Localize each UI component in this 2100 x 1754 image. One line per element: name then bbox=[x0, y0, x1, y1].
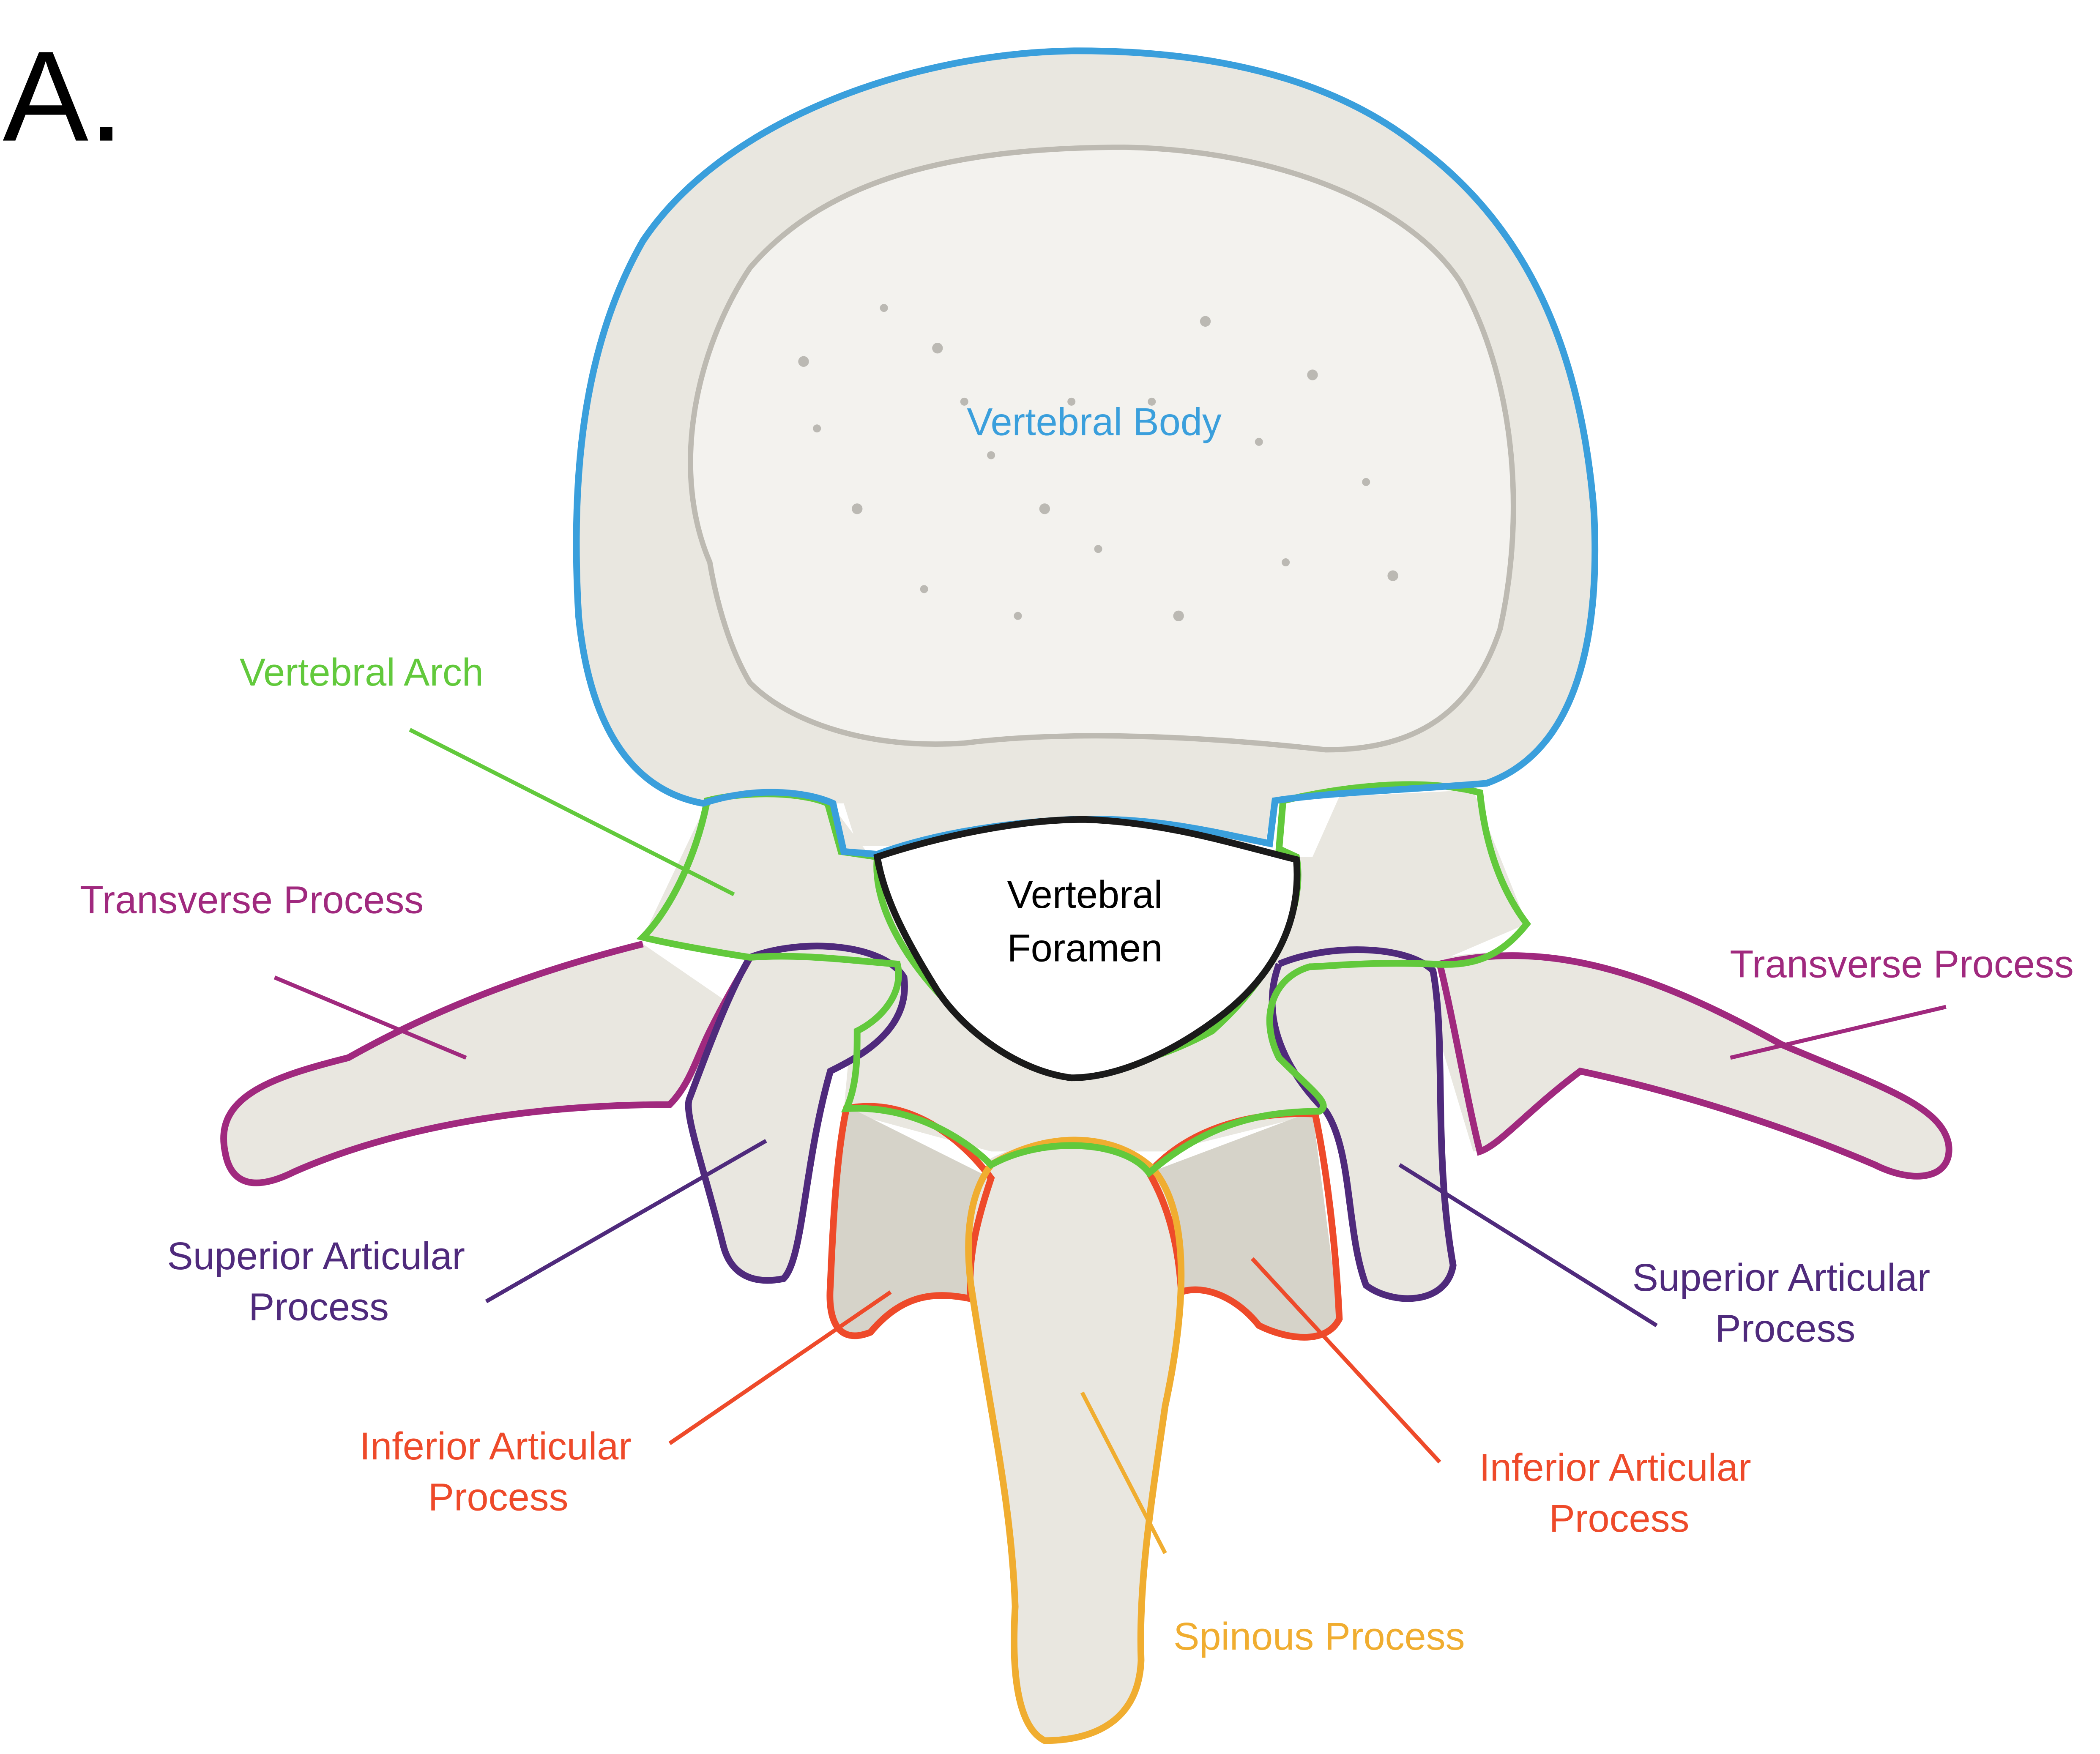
label-vertebral-body: Vertebral Body bbox=[967, 401, 1222, 444]
panel-label: A. bbox=[3, 25, 124, 168]
leader-inferior-articular-left bbox=[668, 1290, 892, 1445]
leader-transverse-left bbox=[273, 975, 467, 1060]
spinous-process-outline bbox=[965, 1137, 1185, 1744]
vertebral-foramen bbox=[873, 816, 1301, 1082]
label-superior-articular-right-line2: Process bbox=[1715, 1307, 1856, 1350]
leader-transverse-right bbox=[1730, 1005, 1947, 1060]
label-inferior-articular-right-line1: Inferior Articular bbox=[1479, 1446, 1751, 1489]
label-superior-articular-left-line1: Superior Articular bbox=[167, 1235, 465, 1278]
transverse-process-left-outline bbox=[220, 940, 753, 1186]
leader-spinous-process bbox=[1080, 1391, 1167, 1554]
label-inferior-articular-left-line1: Inferior Articular bbox=[360, 1425, 632, 1468]
leader-superior-articular-right bbox=[1398, 1163, 1658, 1328]
label-vertebral-foramen-line1: Vertebral bbox=[1007, 873, 1163, 916]
inferior-articular-left-outline bbox=[826, 1103, 995, 1339]
label-transverse-process-left: Transverse Process bbox=[80, 879, 424, 922]
transverse-process-right-outline bbox=[1436, 952, 1952, 1180]
leader-inferior-articular-right bbox=[1250, 1257, 1441, 1464]
label-inferior-articular-left-line2: Process bbox=[428, 1475, 569, 1519]
vertebra-illustration bbox=[224, 51, 1949, 1741]
label-superior-articular-left-line2: Process bbox=[249, 1286, 389, 1329]
bone-texture bbox=[798, 304, 1398, 621]
leader-superior-articular-left bbox=[485, 1139, 767, 1303]
leader-vertebral-arch bbox=[409, 728, 735, 896]
label-superior-articular-right-line1: Superior Articular bbox=[1632, 1256, 1930, 1299]
label-inferior-articular-right-line2: Process bbox=[1549, 1497, 1690, 1540]
label-vertebral-arch: Vertebral Arch bbox=[240, 651, 484, 694]
label-spinous-process: Spinous Process bbox=[1173, 1615, 1465, 1658]
superior-articular-left-outline bbox=[685, 943, 908, 1284]
label-vertebral-foramen-line2: Foramen bbox=[1007, 927, 1163, 970]
leader-lines bbox=[273, 728, 1947, 1554]
label-transverse-process-right: Transverse Process bbox=[1730, 943, 2073, 986]
